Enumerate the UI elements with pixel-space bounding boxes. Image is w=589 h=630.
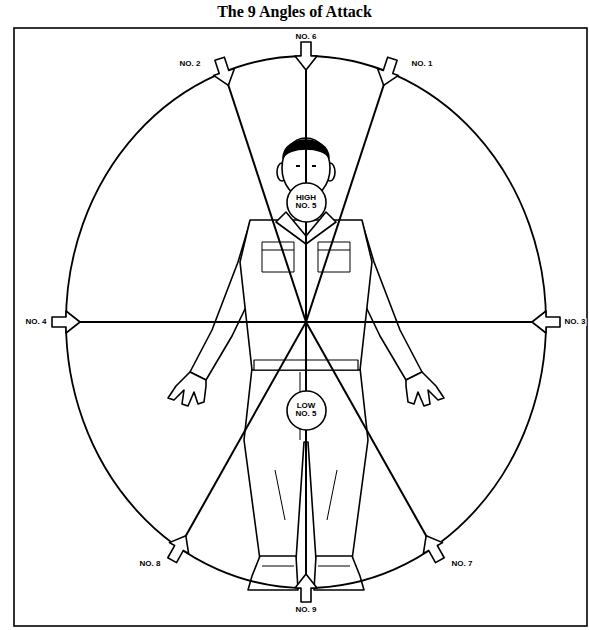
angle-number: NO. 9 — [295, 606, 318, 614]
target-label: LOW NO. 5 — [291, 402, 321, 419]
angle-number: NO. 2 — [179, 60, 202, 68]
target-label: HIGH NO. 5 — [291, 194, 321, 211]
angle-number: NO. 8 — [139, 560, 162, 568]
frame — [14, 28, 587, 626]
angle-number: NO. 1 — [411, 60, 434, 68]
angle-number: NO. 6 — [295, 33, 318, 41]
attack-arrows — [52, 42, 560, 602]
circle-shape — [287, 183, 326, 222]
target-circle: HIGH NO. 5 — [286, 182, 327, 223]
angle-number: NO. 7 — [451, 560, 474, 568]
attack-circle — [66, 56, 546, 588]
target-circle: LOW NO. 5 — [286, 390, 327, 431]
attack-lines — [66, 56, 546, 588]
angle-number: NO. 3 — [564, 318, 587, 326]
angle-number: NO. 4 — [25, 318, 48, 326]
circle-shape — [287, 391, 326, 430]
diagram-title: The 9 Angles of Attack — [0, 3, 589, 21]
